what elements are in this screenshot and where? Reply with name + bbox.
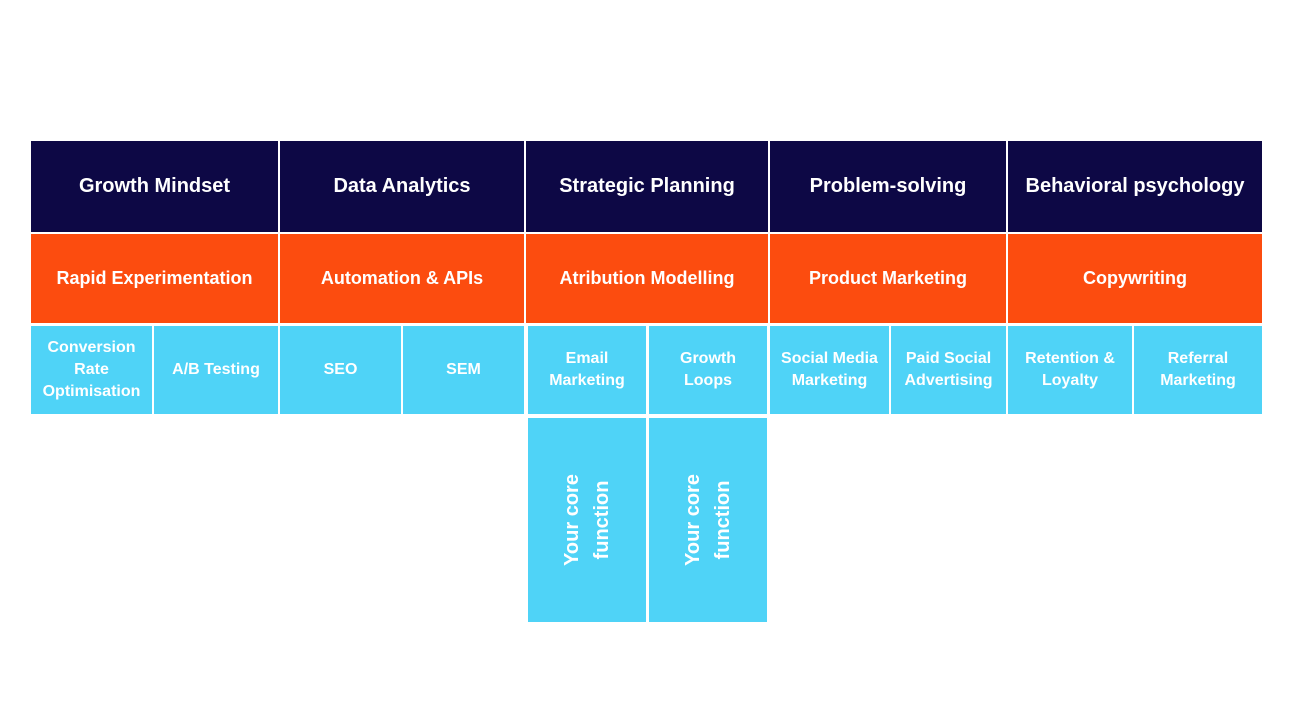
middle-cell-copywriting: Copywriting xyxy=(1008,234,1262,323)
top-cell-strategic-planning: Strategic Planning xyxy=(526,141,768,232)
skill-cell-label: A/B Testing xyxy=(172,361,260,378)
middle-cell-product-marketing: Product Marketing xyxy=(770,234,1006,323)
core-function-cell-1: Your core function xyxy=(528,418,646,622)
top-cell-label: Data Analytics xyxy=(333,175,471,197)
top-cell-data-analytics: Data Analytics xyxy=(280,141,524,232)
skill-cell-social-media-marketing: Social Media Marketing xyxy=(770,326,889,414)
skill-cell-label: SEM xyxy=(446,361,481,378)
skill-cell-label: SEO xyxy=(323,361,358,378)
skill-cell-label: Email Marketing xyxy=(549,350,625,389)
skill-cell-growth-loops: Growth Loops xyxy=(649,326,767,414)
top-cell-label: Behavioral psychology xyxy=(1025,175,1245,197)
skill-cell-seo: SEO xyxy=(280,326,401,414)
skill-cell-label: Conversion Rate Optimisation xyxy=(42,339,141,400)
top-cell-behavioral-psychology: Behavioral psychology xyxy=(1008,141,1262,232)
skill-cell-ab-testing: A/B Testing xyxy=(154,326,278,414)
middle-cell-automation-apis: Automation & APIs xyxy=(280,234,524,323)
middle-cell-label: Copywriting xyxy=(1083,268,1187,288)
middle-cell-label: Atribution Modelling xyxy=(559,268,735,288)
skill-cell-retention-loyalty: Retention & Loyalty xyxy=(1008,326,1132,414)
skill-cell-referral-marketing: Referral Marketing xyxy=(1134,326,1262,414)
core-function-label: Your core function xyxy=(682,474,734,566)
middle-cell-attribution-modelling: Atribution Modelling xyxy=(526,234,768,323)
skill-cell-label: Growth Loops xyxy=(680,350,736,389)
middle-cell-label: Automation & APIs xyxy=(320,268,484,288)
top-cell-label: Problem-solving xyxy=(809,175,967,197)
skill-cell-paid-social-advertising: Paid Social Advertising xyxy=(891,326,1006,414)
middle-cell-label: Rapid Experimentation xyxy=(56,268,253,288)
skill-cell-cro: Conversion Rate Optimisation xyxy=(31,326,152,414)
skill-cell-label: Social Media Marketing xyxy=(781,350,878,389)
middle-cell-label: Product Marketing xyxy=(808,268,968,288)
core-function-label: Your core function xyxy=(561,474,613,566)
top-cell-problem-solving: Problem-solving xyxy=(770,141,1006,232)
top-cell-growth-mindset: Growth Mindset xyxy=(31,141,278,232)
skill-cell-label: Retention & Loyalty xyxy=(1025,350,1115,389)
core-function-cell-2: Your core function xyxy=(649,418,767,622)
skill-cell-sem: SEM xyxy=(403,326,524,414)
skill-cell-label: Referral Marketing xyxy=(1160,350,1236,389)
skill-cell-label: Paid Social Advertising xyxy=(904,350,993,389)
middle-cell-rapid-experimentation: Rapid Experimentation xyxy=(31,234,278,323)
top-cell-label: Strategic Planning xyxy=(559,175,735,197)
top-cell-label: Growth Mindset xyxy=(78,175,231,197)
skill-cell-email-marketing: Email Marketing xyxy=(528,326,646,414)
